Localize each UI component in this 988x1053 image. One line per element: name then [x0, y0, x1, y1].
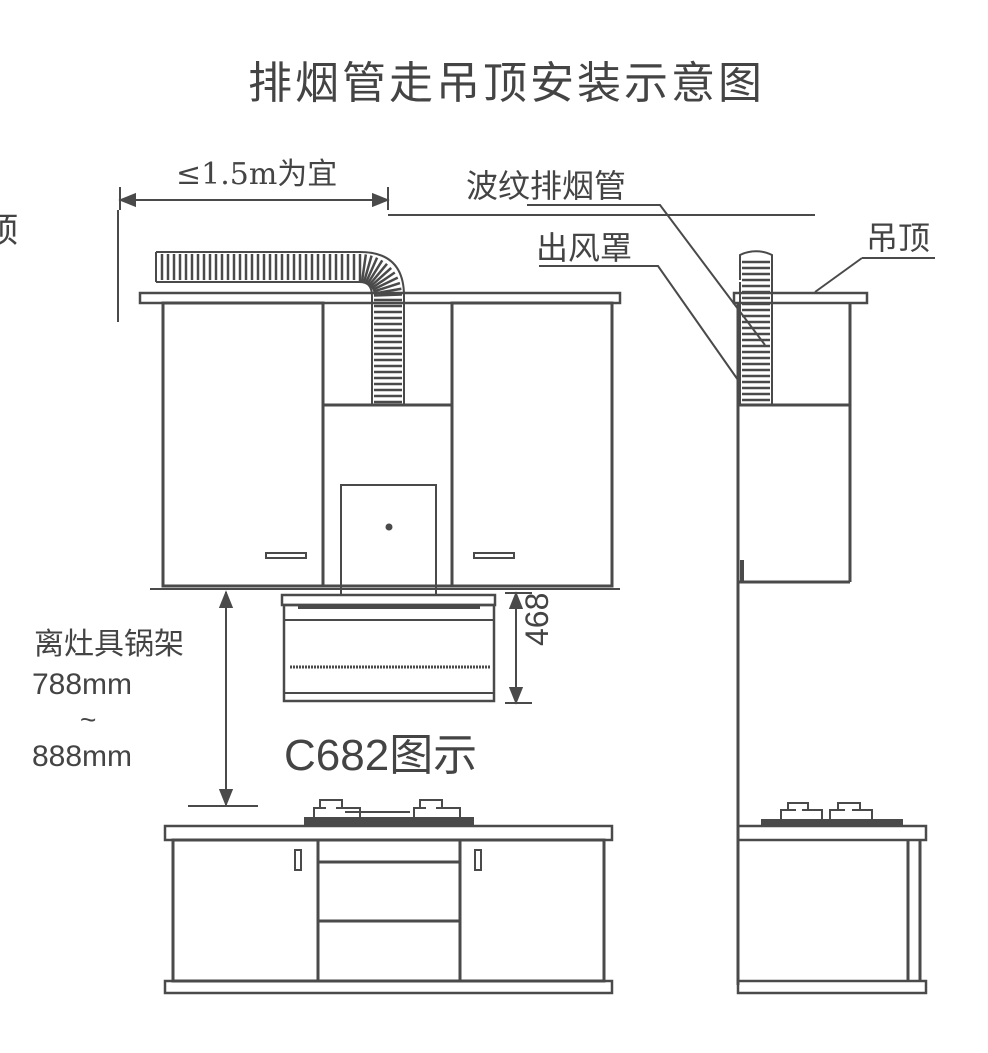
side-view	[732, 250, 928, 995]
gas-stove-front	[304, 799, 474, 826]
distance-caption: 离灶具锅架	[34, 627, 184, 662]
gas-stove-side	[761, 802, 903, 827]
distance-max: 888mm	[32, 740, 133, 773]
cabinet-handle-right	[473, 552, 515, 559]
distance-min: 788mm	[32, 668, 133, 701]
model-caption: C682图示	[284, 731, 478, 780]
corrugated-pipe-front	[155, 251, 405, 405]
burner-distance-dimension	[188, 590, 258, 807]
leader-lines	[527, 204, 935, 381]
hood-height-dimension	[505, 591, 532, 705]
distance-tilde: ~	[80, 704, 97, 735]
partial-left-glyph: 顶	[0, 211, 18, 251]
cabinet-handle-left	[265, 552, 307, 559]
range-hood-front	[280, 484, 497, 703]
length-dimension	[117, 187, 390, 322]
ceiling-label: 吊顶	[866, 219, 931, 257]
lower-cabinet	[163, 824, 614, 995]
corrugated-pipe-label: 波纹排烟管	[466, 167, 627, 205]
page-title: 排烟管走吊顶安装示意图	[248, 58, 765, 109]
hood-height-label: 468	[519, 592, 555, 646]
corrugated-pipe-side	[739, 250, 773, 405]
upper-cabinet	[138, 291, 622, 590]
max-length-label: ≤1.5m为宜	[176, 157, 338, 192]
outlet-hood-label: 出风罩	[536, 229, 633, 267]
